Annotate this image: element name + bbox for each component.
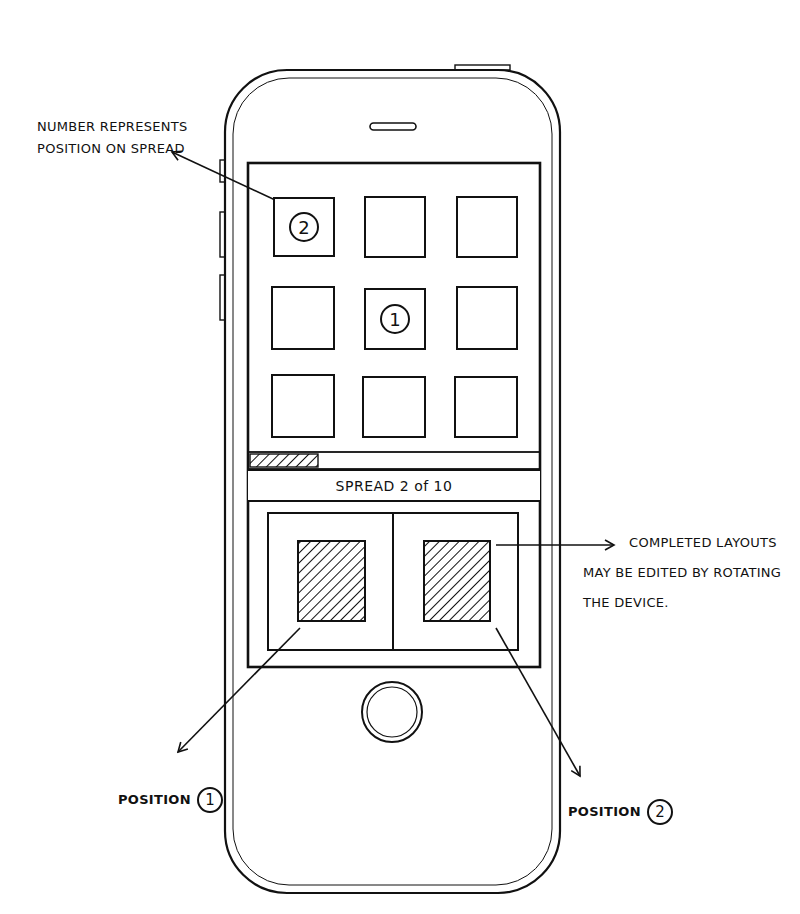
layout-square: 2 [273,197,335,257]
annotation-note: COMPLETED LAYOUTS MAY BE EDITED BY ROTAT… [583,528,783,618]
position-number: 2 [289,212,319,242]
callout-number: 2 [647,799,673,825]
annotation-note: NUMBER REPRESENTS POSITION ON SPREAD [37,116,227,160]
layout-square: 1 [364,288,426,350]
spread-counter: SPREAD 2 of 10 [248,469,540,502]
spread-text: SPREAD 2 of 10 [336,478,453,494]
position-label: POSITION [568,804,641,819]
position-label: POSITION [118,792,191,807]
callout-number: 1 [197,787,223,813]
position-number: 1 [380,304,410,334]
